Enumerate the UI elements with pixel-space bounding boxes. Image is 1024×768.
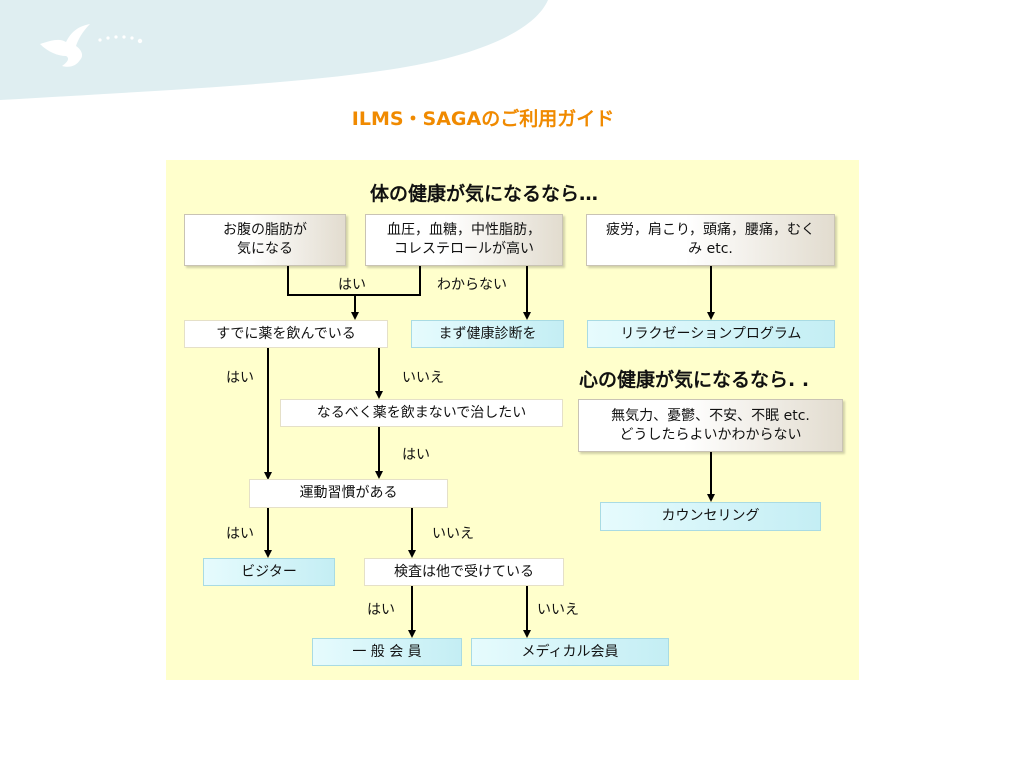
box-relaxation-program: リラクゼーションプログラム bbox=[587, 320, 835, 348]
page-title: ILMS・SAGAのご利用ガイド bbox=[351, 108, 615, 130]
body-health-heading: 体の健康が気になるなら… bbox=[370, 183, 599, 205]
label-unknown: わからない bbox=[437, 277, 507, 293]
label-medicine-no: いいえ bbox=[402, 370, 444, 386]
box-belly-fat: お腹の脂肪が 気になる bbox=[184, 214, 346, 266]
box-medical-member: メディカル会員 bbox=[471, 638, 669, 666]
box-avoid-medicine: なるべく薬を飲まないで治したい bbox=[280, 399, 563, 427]
box-checkup-elsewhere: 検査は他で受けている bbox=[364, 558, 564, 586]
label-exercise-yes: はい bbox=[226, 526, 254, 542]
label-medicine-yes: はい bbox=[226, 370, 254, 386]
dove-icon bbox=[40, 24, 143, 67]
box-visitor: ビジター bbox=[203, 558, 335, 586]
box-counseling: カウンセリング bbox=[600, 502, 821, 531]
label-checkup-no: いいえ bbox=[537, 602, 579, 618]
box-taking-medicine: すでに薬を飲んでいる bbox=[184, 320, 388, 348]
box-mental-symptoms: 無気力、憂鬱、不安、不眠 etc. どうしたらよいかわからない bbox=[578, 399, 843, 452]
box-checkup-first: まず健康診断を bbox=[411, 320, 564, 348]
label-avoid-medicine-yes: はい bbox=[402, 447, 430, 463]
label-exercise-no: いいえ bbox=[432, 526, 474, 542]
box-blood-levels: 血圧，血糖，中性脂肪， コレステロールが高い bbox=[365, 214, 563, 266]
label-checkup-yes: はい bbox=[367, 602, 395, 618]
box-fatigue: 疲労，肩こり，頭痛，腰痛，むく み etc. bbox=[586, 214, 835, 266]
box-general-member: 一 般 会 員 bbox=[312, 638, 462, 666]
mind-health-heading: 心の健康が気になるなら. . bbox=[579, 369, 810, 391]
header-wave bbox=[0, 0, 548, 100]
box-exercise-habit: 運動習慣がある bbox=[249, 479, 448, 508]
label-yes-merge: はい bbox=[338, 277, 366, 293]
